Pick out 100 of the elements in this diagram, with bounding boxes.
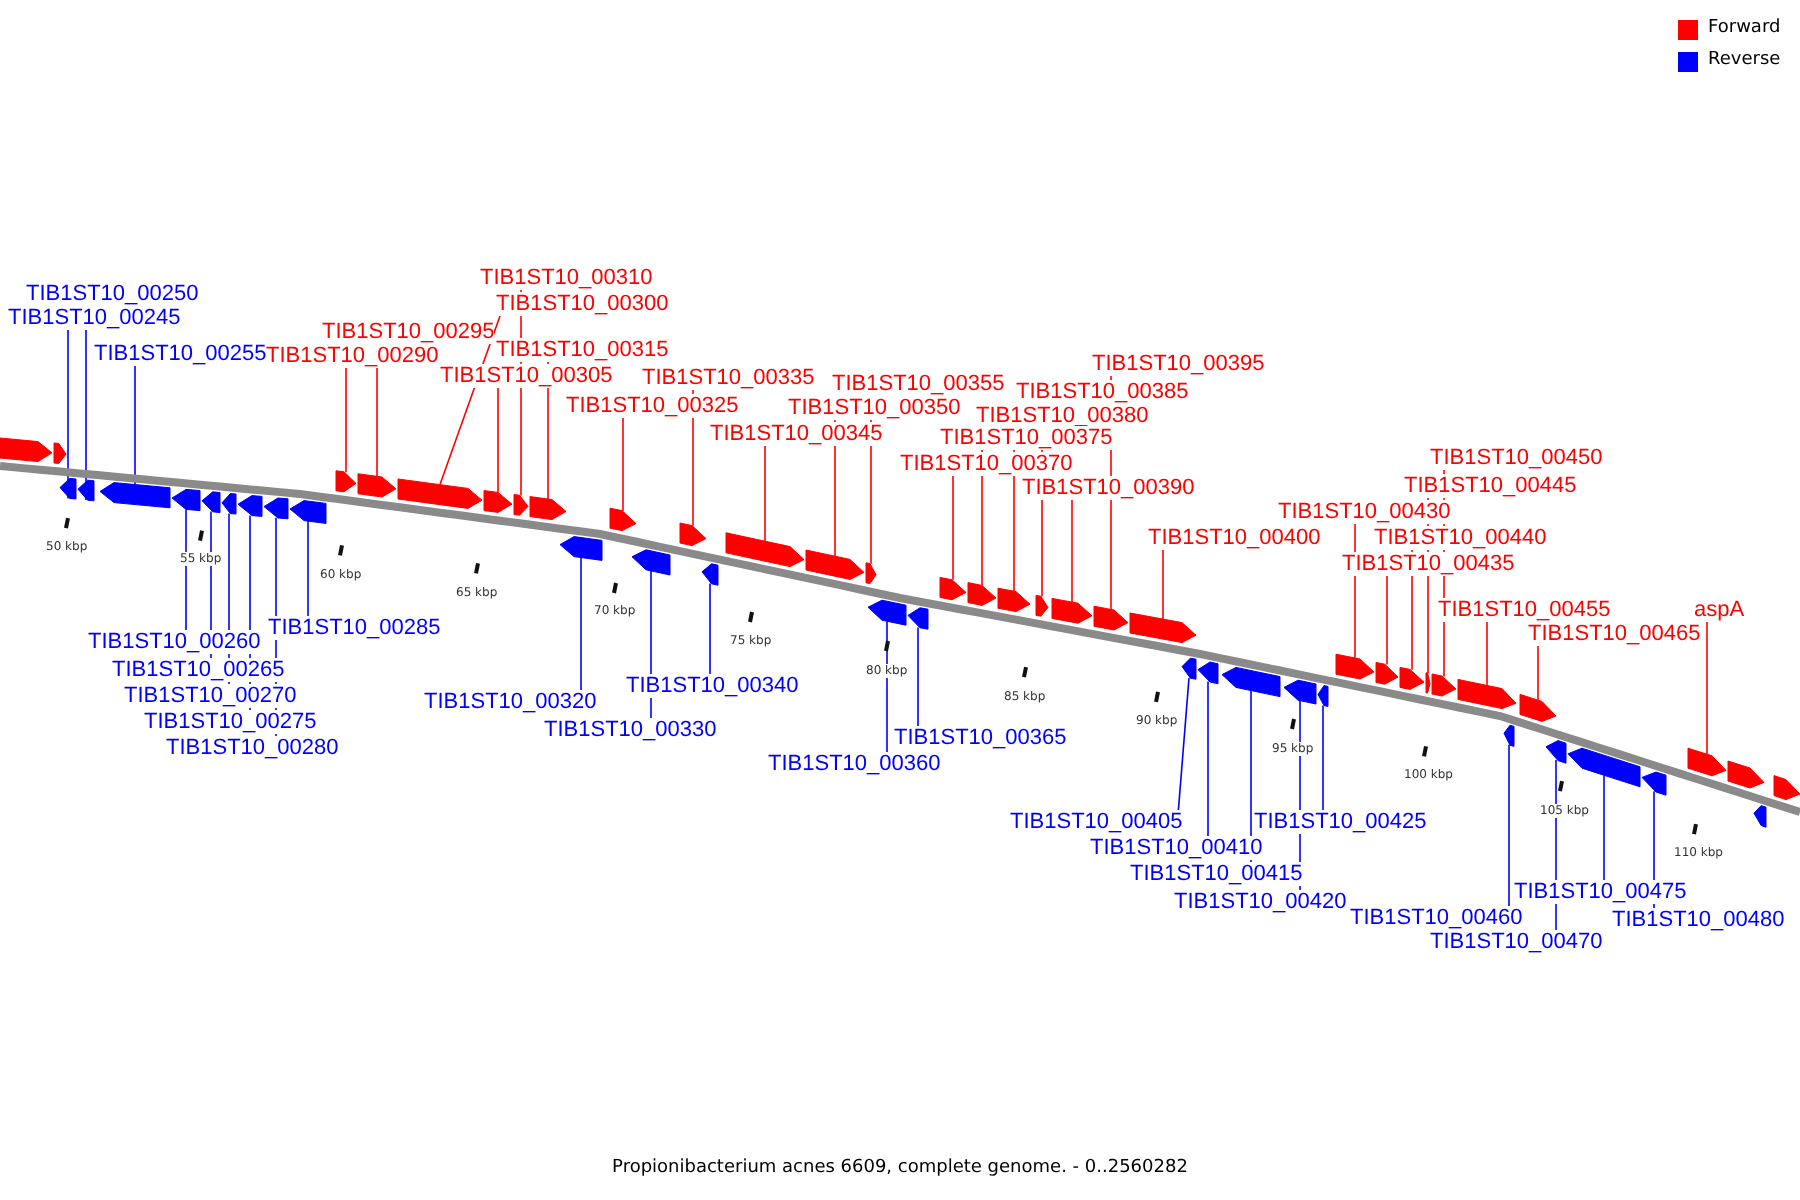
gene-label: TIB1ST10_00375 xyxy=(940,426,1113,450)
gene-label: TIB1ST10_00395 xyxy=(1092,352,1265,376)
gene-label: TIB1ST10_00270 xyxy=(124,684,297,708)
leader-line xyxy=(67,329,69,500)
leader-line xyxy=(1706,621,1708,755)
gene-block xyxy=(1181,657,1197,680)
gene-label: TIB1ST10_00335 xyxy=(642,366,815,390)
gene-label: TIB1ST10_00340 xyxy=(626,674,799,698)
gene-block xyxy=(865,562,877,585)
gene-block xyxy=(77,479,95,502)
gene-label: TIB1ST10_00345 xyxy=(710,422,883,446)
gene-label: TIB1ST10_00480 xyxy=(1612,908,1785,932)
gene-block xyxy=(1519,693,1557,722)
gene-label: TIB1ST10_00275 xyxy=(144,710,317,734)
leader-line xyxy=(886,620,888,753)
gene-label: TIB1ST10_00320 xyxy=(424,690,597,714)
gene-block xyxy=(171,488,201,512)
gene-label: TIB1ST10_00400 xyxy=(1148,526,1321,550)
leader-line xyxy=(952,475,954,581)
leader-line xyxy=(185,508,187,631)
gene-label: TIB1ST10_00475 xyxy=(1514,880,1687,904)
gene-label: TIB1ST10_00440 xyxy=(1374,526,1547,550)
gene-block xyxy=(289,500,327,524)
leader-line xyxy=(1386,575,1388,666)
leader-line xyxy=(1071,499,1073,603)
gene-block xyxy=(725,532,805,568)
gene-block xyxy=(1687,747,1727,777)
leader-line xyxy=(580,556,582,691)
gene-block xyxy=(59,477,77,500)
leader-line xyxy=(1207,680,1209,837)
gene-block xyxy=(237,495,263,517)
gene-block xyxy=(1545,740,1567,764)
leader-line xyxy=(307,520,309,617)
gene-block xyxy=(701,563,719,586)
gene-label: TIB1ST10_00415 xyxy=(1130,862,1303,886)
gene-label: TIB1ST10_00300 xyxy=(496,292,669,316)
gene-label: TIB1ST10_00385 xyxy=(1016,380,1189,404)
gene-block xyxy=(1727,760,1765,789)
gene-block xyxy=(631,549,671,576)
gene-label: TIB1ST10_00370 xyxy=(900,452,1073,476)
gene-block xyxy=(1197,661,1219,685)
leader-line xyxy=(764,445,766,542)
gene-label: TIB1ST10_00465 xyxy=(1528,622,1701,646)
gene-label: TIB1ST10_00265 xyxy=(112,658,285,682)
caption: Propionibacterium acnes 6609, complete genome. - 0..2560282 xyxy=(612,1158,1188,1180)
gene-label: TIB1ST10_00425 xyxy=(1254,810,1427,834)
leader-line xyxy=(1177,677,1190,811)
gene-label: TIB1ST10_00260 xyxy=(88,630,261,654)
gene-block xyxy=(1773,775,1800,801)
gene-block xyxy=(357,473,397,498)
gene-block xyxy=(1567,747,1641,788)
leader-line xyxy=(1486,621,1488,687)
gene-block xyxy=(559,536,603,561)
gene-label: TIB1ST10_00360 xyxy=(768,752,941,776)
gene-label: TIB1ST10_00255 xyxy=(94,342,267,366)
gene-block xyxy=(967,582,997,606)
gene-label: TIB1ST10_00330 xyxy=(544,718,717,742)
gene-label: TIB1ST10_00315 xyxy=(496,338,669,362)
leader-line xyxy=(709,582,711,675)
gene-block xyxy=(201,491,221,514)
leader-line xyxy=(1162,549,1164,620)
leader-line xyxy=(497,387,499,494)
gene-label: aspA xyxy=(1694,598,1745,622)
gene-label: TIB1ST10_00380 xyxy=(976,404,1149,428)
gene-label: TIB1ST10_00455 xyxy=(1438,598,1611,622)
leader-line xyxy=(1508,744,1510,907)
gene-block xyxy=(679,522,707,547)
gene-label: TIB1ST10_00430 xyxy=(1278,500,1451,524)
gene-block xyxy=(997,587,1031,613)
leader-line xyxy=(1322,704,1324,811)
gene-block xyxy=(1093,605,1129,631)
gene-block xyxy=(609,507,637,532)
gene-label: TIB1ST10_00325 xyxy=(566,394,739,418)
gene-block xyxy=(1753,805,1767,828)
gene-block xyxy=(1375,661,1399,685)
gene-label: TIB1ST10_00290 xyxy=(266,344,439,368)
gene-label: TIB1ST10_00460 xyxy=(1350,906,1523,930)
gene-label: TIB1ST10_00405 xyxy=(1010,810,1183,834)
gene-block xyxy=(335,470,357,493)
gene-label: TIB1ST10_00365 xyxy=(894,726,1067,750)
gene-label: TIB1ST10_00445 xyxy=(1404,474,1577,498)
gene-block xyxy=(263,497,289,520)
gene-block xyxy=(1641,771,1667,796)
gene-block xyxy=(1431,673,1457,697)
leader-line xyxy=(1603,774,1605,881)
leader-line xyxy=(1537,645,1539,701)
gene-label: TIB1ST10_00295 xyxy=(322,320,495,344)
gene-label: TIB1ST10_00310 xyxy=(480,266,653,290)
gene-label: TIB1ST10_00285 xyxy=(268,616,441,640)
gene-label: TIB1ST10_00390 xyxy=(1022,476,1195,500)
gene-block xyxy=(221,493,237,515)
gene-label: TIB1ST10_00470 xyxy=(1430,930,1603,954)
gene-label: TIB1ST10_00450 xyxy=(1430,446,1603,470)
legend-label: Reverse xyxy=(1708,50,1781,72)
gene-block xyxy=(1335,653,1375,680)
gene-label: TIB1ST10_00245 xyxy=(8,306,181,330)
gene-label: TIB1ST10_00280 xyxy=(166,736,339,760)
gene-label: TIB1ST10_00305 xyxy=(440,364,613,388)
gene-block xyxy=(939,576,967,601)
gene-label: TIB1ST10_00420 xyxy=(1174,890,1347,914)
